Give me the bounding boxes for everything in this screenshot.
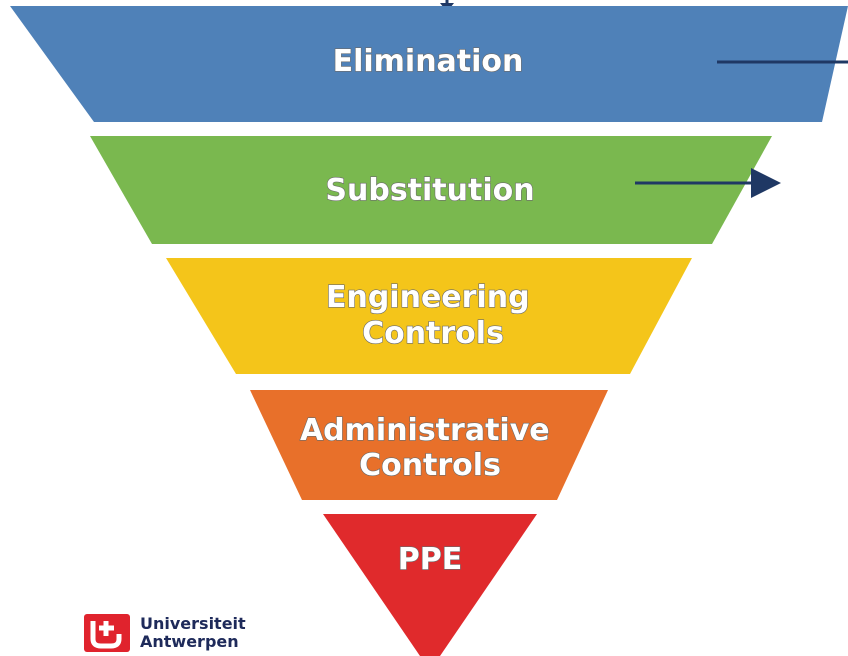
university-name-line-2: Antwerpen	[140, 632, 239, 651]
tier-administrative-line-2: Controls	[359, 448, 501, 483]
tier-engineering-label: Engineering Controls	[326, 280, 540, 351]
tier-administrative-line-1: Administrative	[300, 413, 550, 448]
tier-engineering-line-1: Engineering	[326, 280, 530, 315]
tier-elimination-band	[10, 6, 848, 122]
tier-elimination-label: Elimination	[333, 44, 524, 79]
tier-ppe-label: PPE	[398, 542, 462, 577]
tier-engineering-line-2: Controls	[362, 316, 504, 351]
university-logo: Universiteit Antwerpen	[84, 614, 246, 652]
tier-elimination-line-1: Elimination	[333, 44, 524, 79]
tier-substitution: Substitution	[90, 136, 772, 244]
tier-elimination: Elimination	[10, 6, 848, 122]
tier-substitution-line-1: Substitution	[325, 173, 534, 208]
tier-ppe: PPE	[323, 514, 537, 656]
university-logo-mark-icon	[84, 614, 130, 652]
university-logo-text: Universiteit Antwerpen	[140, 615, 246, 651]
tier-substitution-label: Substitution	[325, 173, 534, 208]
tier-substitution-band	[90, 136, 772, 244]
tier-administrative-band	[250, 390, 608, 500]
tier-administrative: Administrative Controls	[250, 390, 608, 500]
tier-engineering-band	[166, 258, 692, 374]
tier-engineering: Engineering Controls	[166, 258, 692, 374]
tier-ppe-band	[323, 514, 537, 656]
university-name-line-1: Universiteit	[140, 614, 246, 633]
tier-ppe-line-1: PPE	[398, 542, 462, 577]
tier-administrative-label: Administrative Controls	[300, 413, 560, 483]
